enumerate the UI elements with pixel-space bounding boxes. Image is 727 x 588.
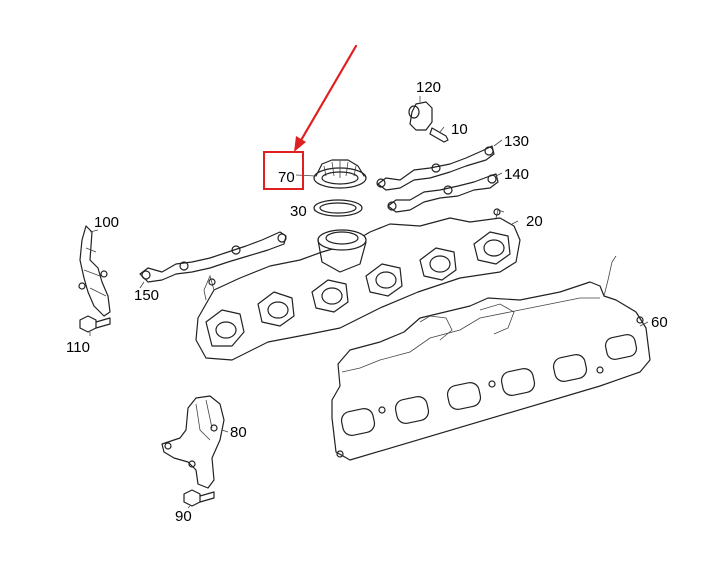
label-80: 80 <box>230 424 247 441</box>
label-140: 140 <box>504 166 529 183</box>
highlight-box <box>263 151 304 190</box>
label-20: 20 <box>526 213 543 230</box>
label-30: 30 <box>290 203 307 220</box>
leader-lines <box>89 96 649 509</box>
part-80-bracket <box>161 395 225 489</box>
part-110-bolt <box>79 315 111 333</box>
label-150: 150 <box>134 287 159 304</box>
part-100-bracket <box>78 225 111 317</box>
part-60-gasket-plate <box>331 255 651 461</box>
part-30-gasket-ring <box>313 199 363 217</box>
label-120: 120 <box>416 79 441 96</box>
part-10-pin <box>429 127 449 143</box>
label-130: 130 <box>504 133 529 150</box>
part-150-gasket <box>139 231 287 283</box>
part-20-exhaust-manifold <box>195 208 521 361</box>
part-130-gasket <box>376 145 495 191</box>
label-70: 70 <box>278 169 295 186</box>
part-120-bushing <box>408 101 433 131</box>
part-90-bolt <box>183 489 215 507</box>
label-60: 60 <box>651 314 668 331</box>
part-140-gasket <box>387 173 499 213</box>
label-10: 10 <box>451 121 468 138</box>
label-110: 110 <box>66 339 90 356</box>
part-70-clamp <box>313 159 367 189</box>
label-90: 90 <box>175 508 192 525</box>
label-100: 100 <box>94 214 119 231</box>
red-arrow-icon <box>294 44 358 152</box>
